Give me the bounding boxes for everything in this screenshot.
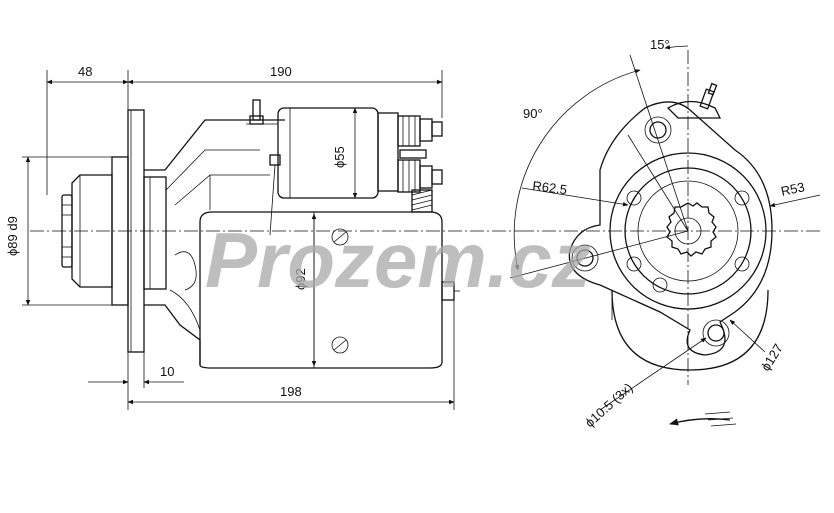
diameter-92: ϕ92 — [293, 268, 308, 290]
side-dimensions — [22, 70, 455, 410]
bolt-hole-top — [649, 121, 667, 139]
dimension-190: 190 — [270, 64, 292, 79]
bolt-hole-bottom — [707, 324, 725, 342]
radius-53: R53 — [780, 179, 806, 199]
angle-90: 90° — [523, 106, 543, 121]
side-view: 48 190 198 10 ϕ55 ϕ92 ϕ89 d9 — [5, 64, 520, 410]
dimension-198: 198 — [280, 384, 302, 399]
dimension-48: 48 — [78, 64, 92, 79]
holes-10-5: ϕ10.5 (3x) — [582, 380, 636, 430]
angle-15: 15° — [650, 37, 670, 52]
solenoid — [246, 99, 443, 236]
flange-outline — [568, 101, 773, 356]
diameter-127: ϕ127 — [758, 341, 786, 374]
pinion-gear — [666, 202, 717, 257]
watermark: Prozem.cz — [205, 216, 591, 304]
rotation-arrow-icon — [669, 418, 731, 426]
radius-62-5: R62.5 — [532, 178, 568, 197]
dimension-10: 10 — [160, 364, 174, 379]
diameter-89-d9: ϕ89 d9 — [5, 216, 20, 256]
diameter-55: ϕ55 — [332, 146, 347, 168]
